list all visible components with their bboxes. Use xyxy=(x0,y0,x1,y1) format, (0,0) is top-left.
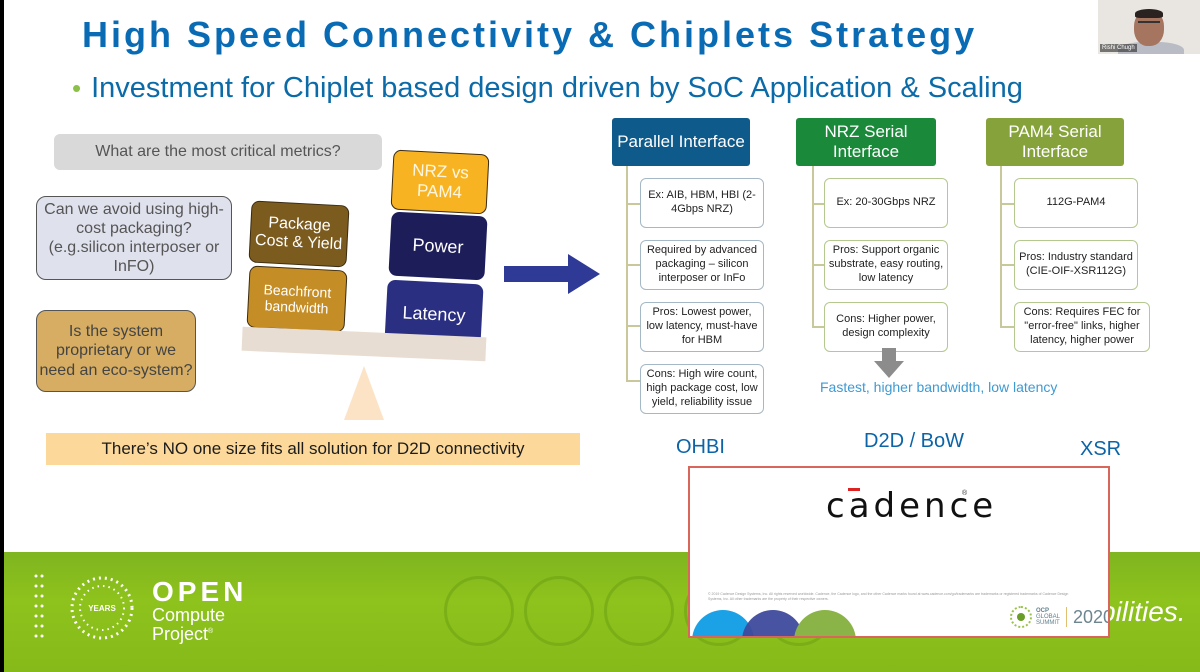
cadence-registered-mark: ® xyxy=(962,490,968,497)
summit-line: OCP xyxy=(1036,607,1050,614)
fan-graphic xyxy=(444,576,514,646)
fan-graphic xyxy=(524,576,594,646)
summit-divider xyxy=(1066,607,1068,627)
years-badge: YEARS xyxy=(88,604,116,613)
cadence-logo-accent xyxy=(848,488,860,491)
tree-connector xyxy=(812,203,826,205)
right-arrow-icon xyxy=(504,254,600,294)
tree-connector xyxy=(812,326,826,328)
ocp-global-summit-logo: OCP GLOBAL SUMMIT 2020 xyxy=(1010,606,1110,628)
presentation-slide: High Speed Connectivity & Chiplets Strat… xyxy=(4,0,1200,672)
beachfront-bandwidth-block: Beachfront bandwidth xyxy=(246,265,348,333)
tree-connector xyxy=(812,264,826,266)
pam4-card-cons: Cons: Requires FEC for "error-free" link… xyxy=(1014,302,1150,352)
power-block: Power xyxy=(388,211,488,281)
pam4-card-example: 112G-PAM4 xyxy=(1014,178,1138,228)
xsr-label: XSR xyxy=(1080,438,1122,460)
tree-connector xyxy=(626,264,640,266)
metrics-question: What are the most critical metrics? xyxy=(54,134,382,170)
fastest-note: Fastest, higher bandwidth, low latency xyxy=(820,379,1058,395)
participant-hair xyxy=(1135,9,1163,18)
parallel-card-required: Required by advanced packaging – silicon… xyxy=(640,240,764,290)
tree-connector xyxy=(626,166,628,380)
parallel-card-cons: Cons: High wire count, high package cost… xyxy=(640,364,764,414)
summit-line: GLOBAL xyxy=(1036,613,1061,620)
fan-graphic xyxy=(604,576,674,646)
ecosystem-question: Is the system proprietary or we need an … xyxy=(36,310,196,392)
tree-connector xyxy=(1000,264,1014,266)
d2d-bow-label: D2D / BoW xyxy=(864,430,965,452)
tree-connector xyxy=(626,203,640,205)
ocp-compute-wordmark: Compute xyxy=(152,605,226,625)
ocp-summit-text: OCP GLOBAL SUMMIT xyxy=(1036,608,1060,627)
package-cost-block: Package Cost & Yield xyxy=(248,200,350,268)
slide-title: High Speed Connectivity & Chiplets Strat… xyxy=(82,14,978,55)
tree-connector xyxy=(626,380,640,382)
pam4-card-pros: Pros: Industry standard (CIE-OIF-XSR112G… xyxy=(1014,240,1138,290)
scale-fulcrum xyxy=(344,366,384,420)
ocp-ten-years-logo-icon: YEARS xyxy=(34,574,134,640)
ocp-sun-icon xyxy=(1010,606,1032,628)
participant-glasses xyxy=(1138,21,1160,25)
down-arrow-icon xyxy=(874,348,904,378)
summit-line: SUMMIT xyxy=(1036,620,1060,627)
ocp-project-text: Project xyxy=(152,624,209,644)
footer-tagline: bilities. xyxy=(1100,596,1186,627)
parallel-card-example: Ex: AIB, HBM, HBI (2-4Gbps NRZ) xyxy=(640,178,764,228)
packaging-question: Can we avoid using high-cost packaging? … xyxy=(36,196,232,280)
tree-connector xyxy=(626,325,640,327)
cadence-slide-overlay[interactable]: cadence ® © 2019 Cadence Design Systems,… xyxy=(688,466,1110,638)
tree-connector xyxy=(1000,203,1014,205)
conclusion-banner: There’s NO one size fits all solution fo… xyxy=(46,433,580,465)
participant-webcam-video[interactable]: Rishi Chugh xyxy=(1098,0,1200,54)
tree-connector xyxy=(1000,166,1002,326)
nrz-card-pros: Pros: Support organic substrate, easy ro… xyxy=(824,240,948,290)
ocp-trademark: ® xyxy=(208,628,214,635)
ocp-project-wordmark: Project® xyxy=(152,625,213,643)
ohbi-label: OHBI xyxy=(676,436,725,458)
tree-connector xyxy=(1000,326,1014,328)
bullet-marker: • xyxy=(72,73,82,103)
bullet-text: Investment for Chiplet based design driv… xyxy=(91,72,1023,104)
ocp-open-wordmark: OPEN xyxy=(152,576,248,607)
nrz-serial-interface-header: NRZ Serial Interface xyxy=(796,118,936,166)
cadence-logo: cadence xyxy=(826,486,998,526)
tree-connector xyxy=(812,166,814,326)
nrz-card-cons: Cons: Higher power, design complexity xyxy=(824,302,948,352)
slide-bullet: • Investment for Chiplet based design dri… xyxy=(72,72,1023,105)
participant-name-label: Rishi Chugh xyxy=(1100,44,1137,52)
cadence-legal-text: © 2019 Cadence Design Systems, Inc. All … xyxy=(708,592,1069,601)
nrz-vs-pam4-block: NRZ vs PAM4 xyxy=(390,149,490,215)
decorative-circle-green xyxy=(794,610,856,636)
summit-year: 2020 xyxy=(1073,606,1110,627)
parallel-card-pros: Pros: Lowest power, low latency, must-ha… xyxy=(640,302,764,352)
parallel-interface-header: Parallel Interface xyxy=(612,118,750,166)
pam4-serial-interface-header: PAM4 Serial Interface xyxy=(986,118,1124,166)
nrz-card-example: Ex: 20-30Gbps NRZ xyxy=(824,178,948,228)
